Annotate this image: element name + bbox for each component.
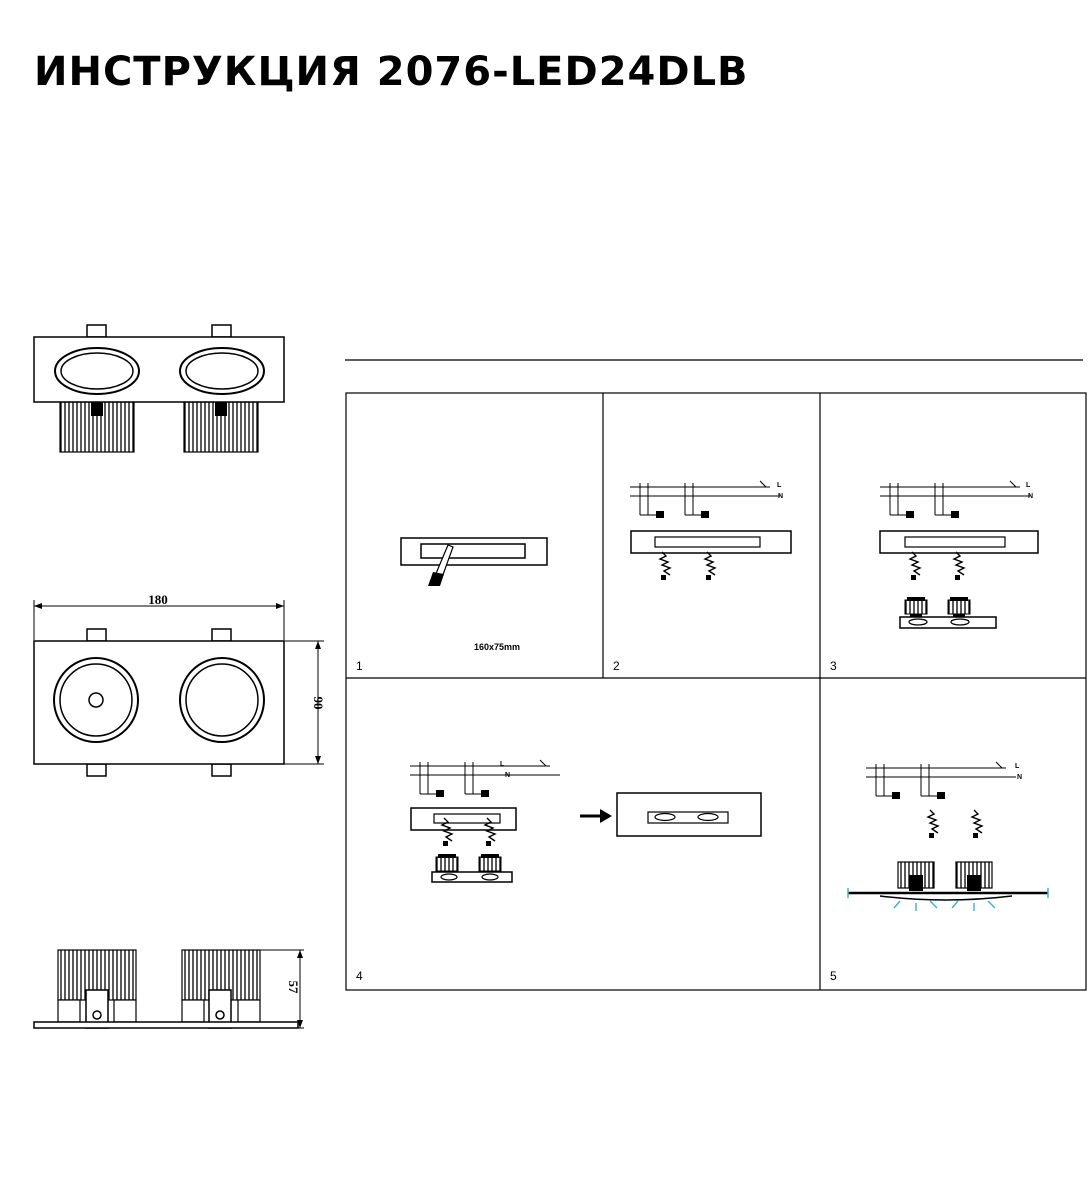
width-dimension: 180	[148, 592, 168, 607]
top-view-drawing	[33, 324, 285, 453]
step-3-live-label: L	[1026, 482, 1031, 489]
cutout-size-label: 160x75mm	[474, 642, 520, 652]
page-title: ИНСТРУКЦИЯ 2076-LED24DLB	[34, 49, 749, 95]
step-1-number: 1	[356, 659, 363, 673]
step-2-neutral-label: N	[778, 493, 783, 500]
step-4-number: 4	[356, 969, 363, 983]
step-4-panel	[409, 759, 762, 883]
step-3-number: 3	[830, 659, 837, 673]
step-2-live-label: L	[777, 482, 782, 489]
step-4-live-label: L	[500, 761, 505, 768]
height-dimension: 90	[311, 697, 326, 710]
step-5-live-label: L	[1015, 763, 1020, 770]
front-view-drawing	[33, 600, 324, 777]
step-2-panel	[629, 480, 792, 581]
step-5-panel	[847, 761, 1049, 911]
steps-grid	[345, 392, 1087, 991]
step-5-number: 5	[830, 969, 837, 983]
step-1-panel	[400, 537, 548, 586]
step-5-neutral-label: N	[1017, 774, 1022, 781]
step-2-number: 2	[613, 659, 620, 673]
step-4-neutral-label: N	[505, 772, 510, 779]
step-3-panel	[879, 480, 1039, 629]
depth-dimension: 57	[286, 981, 301, 995]
side-view-drawing	[33, 949, 304, 1029]
step-3-neutral-label: N	[1028, 493, 1033, 500]
